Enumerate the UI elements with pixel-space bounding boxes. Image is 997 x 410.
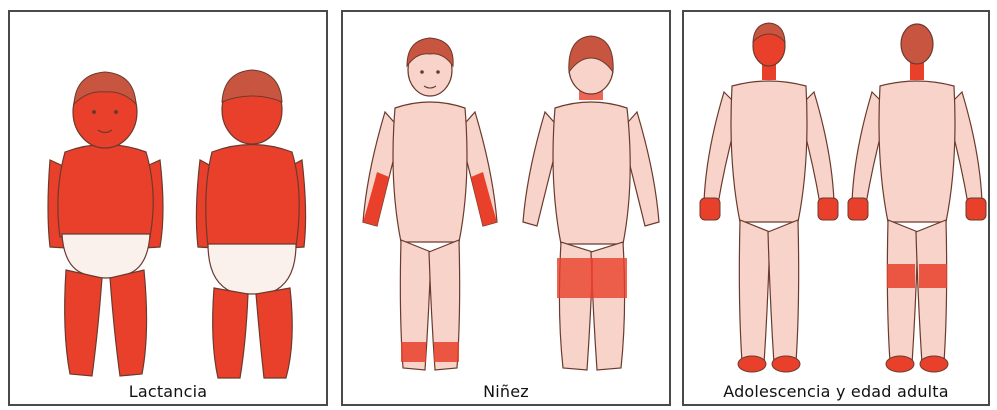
caption-infancy: Lactancia xyxy=(10,382,326,401)
adult-front-figure xyxy=(700,23,838,372)
panel-infancy: Lactancia xyxy=(8,10,328,406)
adult-back-figure xyxy=(848,24,986,372)
infant-figures xyxy=(10,12,326,404)
child-front-figure xyxy=(363,38,497,370)
caption-adulthood: Adolescencia y edad adulta xyxy=(684,382,988,401)
child-back-figure xyxy=(523,36,659,370)
panel-adulthood: Adolescencia y edad adulta xyxy=(682,10,990,406)
infant-front-figure xyxy=(48,72,163,376)
adult-figures xyxy=(684,12,988,404)
child-figures xyxy=(343,12,669,404)
infant-back-figure xyxy=(196,70,305,378)
panel-childhood: Niñez xyxy=(341,10,671,406)
caption-childhood: Niñez xyxy=(343,382,669,401)
